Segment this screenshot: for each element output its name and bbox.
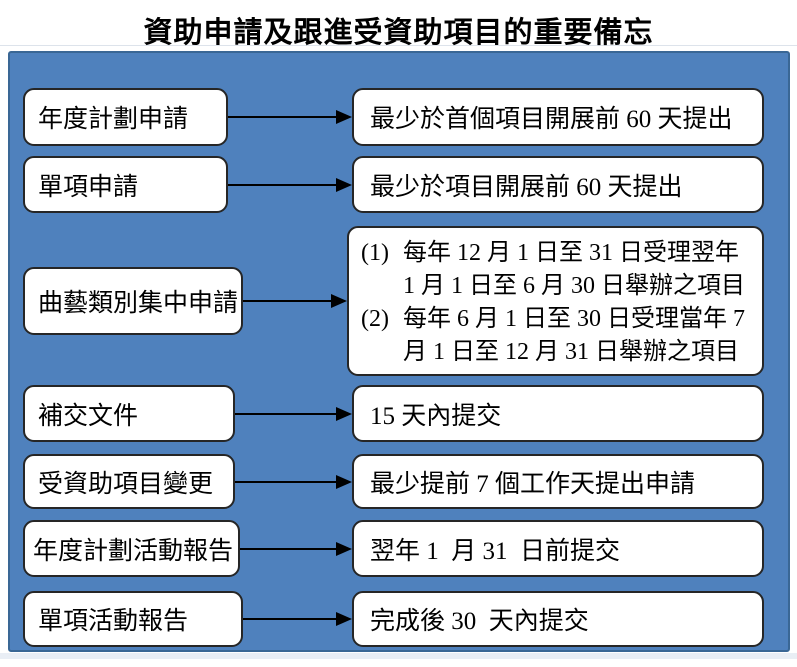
arrow-line bbox=[228, 183, 336, 186]
term-label: 單項申請 bbox=[38, 173, 139, 201]
arrow-connector bbox=[240, 520, 352, 577]
arrow-line bbox=[243, 300, 331, 302]
numbered-note-item: (2) 每年 6 月 1 日至 30 日受理當年 7 月 1 日至 12 月 3… bbox=[361, 303, 756, 369]
deadline-box: 最少於項目開展前 60 天提出 bbox=[352, 156, 764, 213]
flow-row-funded-project-changes: 受資助項目變更 最少提前 7 個工作天提出申請 bbox=[23, 454, 764, 509]
deadline-box-large: (1) 每年 12 月 1 日至 31 日受理翌年 1 月 1 日至 6 月 3… bbox=[347, 226, 764, 376]
item-text: 每年 6 月 1 日至 30 日受理當年 7 月 1 日至 12 月 31 日舉… bbox=[403, 303, 756, 369]
arrow-head-icon bbox=[336, 612, 352, 626]
deadline-text: 最少提前 7 個工作天提出申請 bbox=[370, 470, 696, 498]
term-box: 年度計劃活動報告 bbox=[23, 520, 240, 577]
divider-line bbox=[0, 45, 797, 46]
term-box: 受資助項目變更 bbox=[23, 454, 235, 509]
deadline-box: 15 天內提交 bbox=[352, 385, 764, 442]
item-text-line: 月 1 日至 12 月 31 日舉辦之項目 bbox=[403, 339, 739, 365]
arrow-line bbox=[228, 116, 336, 118]
arrow-head-icon bbox=[336, 177, 352, 192]
term-box: 單項申請 bbox=[23, 156, 228, 213]
item-marker: (2) bbox=[361, 306, 389, 332]
deadline-box: 最少提前 7 個工作天提出申請 bbox=[352, 454, 764, 509]
term-box: 補交文件 bbox=[23, 385, 235, 442]
diagram-panel: 年度計劃申請 最少於首個項目開展前 60 天提出 單項申請 最少於項目開展前 6… bbox=[8, 51, 790, 652]
item-text-line: 1 月 1 日至 6 月 30 日舉辦之項目 bbox=[403, 273, 745, 299]
arrow-line bbox=[235, 480, 336, 483]
flow-row-single-item-activity-report: 單項活動報告 完成後 30 天內提交 bbox=[23, 591, 764, 647]
term-label: 曲藝類別集中申請 bbox=[38, 290, 239, 317]
arrow-connector bbox=[228, 156, 352, 213]
deadline-text: 完成後 30 天內提交 bbox=[370, 608, 589, 635]
item-text-line: 每年 12 月 1 日至 31 日受理翌年 bbox=[403, 240, 739, 266]
term-box: 曲藝類別集中申請 bbox=[23, 267, 243, 335]
term-label: 單項活動報告 bbox=[38, 608, 189, 635]
deadline-text: 最少於首個項目開展前 60 天提出 bbox=[370, 106, 733, 133]
arrow-connector bbox=[235, 454, 352, 509]
item-text-line: 每年 6 月 1 日至 30 日受理當年 7 bbox=[403, 306, 745, 332]
arrow-head-icon bbox=[331, 294, 347, 308]
flow-row-single-item-application: 單項申請 最少於項目開展前 60 天提出 bbox=[23, 156, 764, 213]
bottom-strip bbox=[0, 653, 797, 659]
term-box: 單項活動報告 bbox=[23, 591, 243, 647]
arrow-head-icon bbox=[336, 541, 352, 556]
arrow-head-icon bbox=[336, 110, 352, 124]
arrow-head-icon bbox=[336, 474, 352, 489]
arrow-connector bbox=[243, 226, 347, 376]
term-box: 年度計劃申請 bbox=[23, 88, 228, 146]
term-label: 年度計劃活動報告 bbox=[33, 537, 234, 565]
deadline-text: 15 天內提交 bbox=[370, 402, 502, 430]
numbered-note-item: (1) 每年 12 月 1 日至 31 日受理翌年 1 月 1 日至 6 月 3… bbox=[361, 237, 756, 303]
arrow-head-icon bbox=[336, 406, 352, 421]
deadline-box: 完成後 30 天內提交 bbox=[352, 591, 764, 647]
arrow-line bbox=[243, 618, 336, 620]
deadline-text: 最少於項目開展前 60 天提出 bbox=[370, 173, 683, 201]
arrow-connector bbox=[235, 385, 352, 442]
term-label: 年度計劃申請 bbox=[38, 106, 189, 133]
flow-row-annual-plan-activity-report: 年度計劃活動報告 翌年 1 月 31 日前提交 bbox=[23, 520, 764, 577]
term-label: 補交文件 bbox=[38, 402, 139, 430]
deadline-box: 最少於首個項目開展前 60 天提出 bbox=[352, 88, 764, 146]
item-marker: (1) bbox=[361, 240, 389, 266]
deadline-box: 翌年 1 月 31 日前提交 bbox=[352, 520, 764, 577]
arrow-connector bbox=[228, 88, 352, 146]
flow-row-annual-plan-application: 年度計劃申請 最少於首個項目開展前 60 天提出 bbox=[23, 88, 764, 146]
deadline-text: 翌年 1 月 31 日前提交 bbox=[370, 537, 621, 565]
item-text: 每年 12 月 1 日至 31 日受理翌年 1 月 1 日至 6 月 30 日舉… bbox=[403, 237, 756, 303]
flow-row-opera-category-application: 曲藝類別集中申請 (1) 每年 12 月 1 日至 31 日受理翌年 1 月 1… bbox=[23, 226, 764, 376]
term-label: 受資助項目變更 bbox=[38, 470, 214, 498]
arrow-connector bbox=[243, 591, 352, 647]
arrow-line bbox=[240, 547, 336, 550]
flow-row-supplementary-documents: 補交文件 15 天內提交 bbox=[23, 385, 764, 442]
page-title: 資助申請及跟進受資助項目的重要備忘 bbox=[143, 17, 654, 49]
arrow-line bbox=[235, 412, 336, 415]
